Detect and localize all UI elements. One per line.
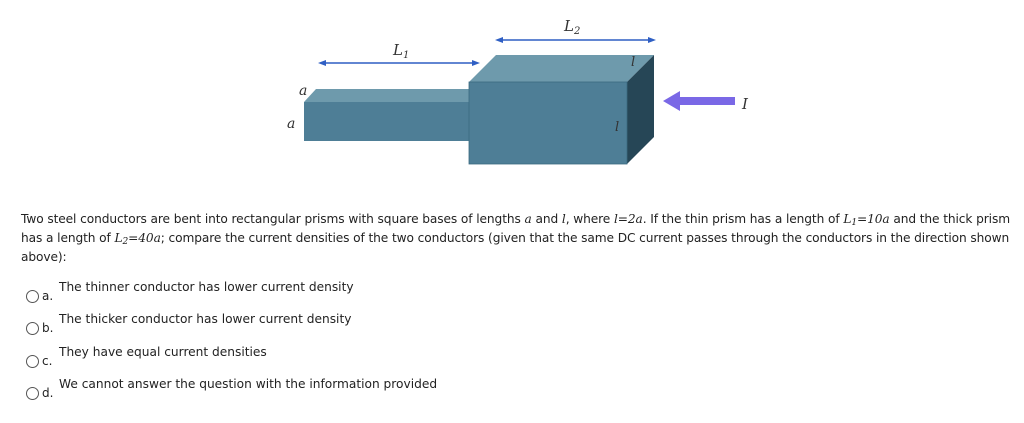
thick-prism-front-face — [468, 81, 628, 165]
question-text: Two steel conductors are bent into recta… — [21, 212, 1010, 264]
a-top-label: a — [299, 83, 307, 99]
l-top-label: l — [631, 55, 635, 70]
current-arrow — [663, 91, 735, 111]
L1-label: L1 — [392, 41, 409, 61]
option-d-text[interactable]: We cannot answer the question with the i… — [59, 377, 438, 391]
L2-label: L2 — [563, 17, 580, 37]
option-a[interactable]: a. The thinner conductor has lower curre… — [26, 280, 626, 307]
thick-prism-side-face — [627, 55, 654, 164]
option-b[interactable]: b. The thicker conductor has lower curre… — [26, 312, 626, 339]
thin-prism-front-face — [304, 102, 472, 141]
option-b-radio[interactable] — [26, 322, 39, 335]
option-c-text[interactable]: They have equal current densities — [59, 345, 267, 359]
option-d[interactable]: d. We cannot answer the question with th… — [26, 377, 626, 404]
option-a-radio[interactable] — [26, 290, 39, 303]
option-b-letter: b. — [42, 321, 54, 335]
a-side-label: a — [287, 116, 295, 132]
option-c[interactable]: c. They have equal current densities — [26, 345, 626, 372]
option-c-letter: c. — [42, 354, 53, 368]
option-a-text[interactable]: The thinner conductor has lower current … — [59, 280, 354, 294]
option-d-radio[interactable] — [26, 387, 39, 400]
option-c-radio[interactable] — [26, 355, 39, 368]
conductor-diagram: L1 L2 a a l l I — [287, 17, 749, 165]
l-side-label: l — [615, 120, 619, 135]
thin-prism-top-face — [304, 89, 484, 102]
option-b-text[interactable]: The thicker conductor has lower current … — [59, 312, 352, 326]
current-label: I — [741, 95, 749, 113]
option-a-letter: a. — [42, 289, 54, 303]
option-d-letter: d. — [42, 386, 54, 400]
thick-prism-top-face — [469, 55, 654, 82]
